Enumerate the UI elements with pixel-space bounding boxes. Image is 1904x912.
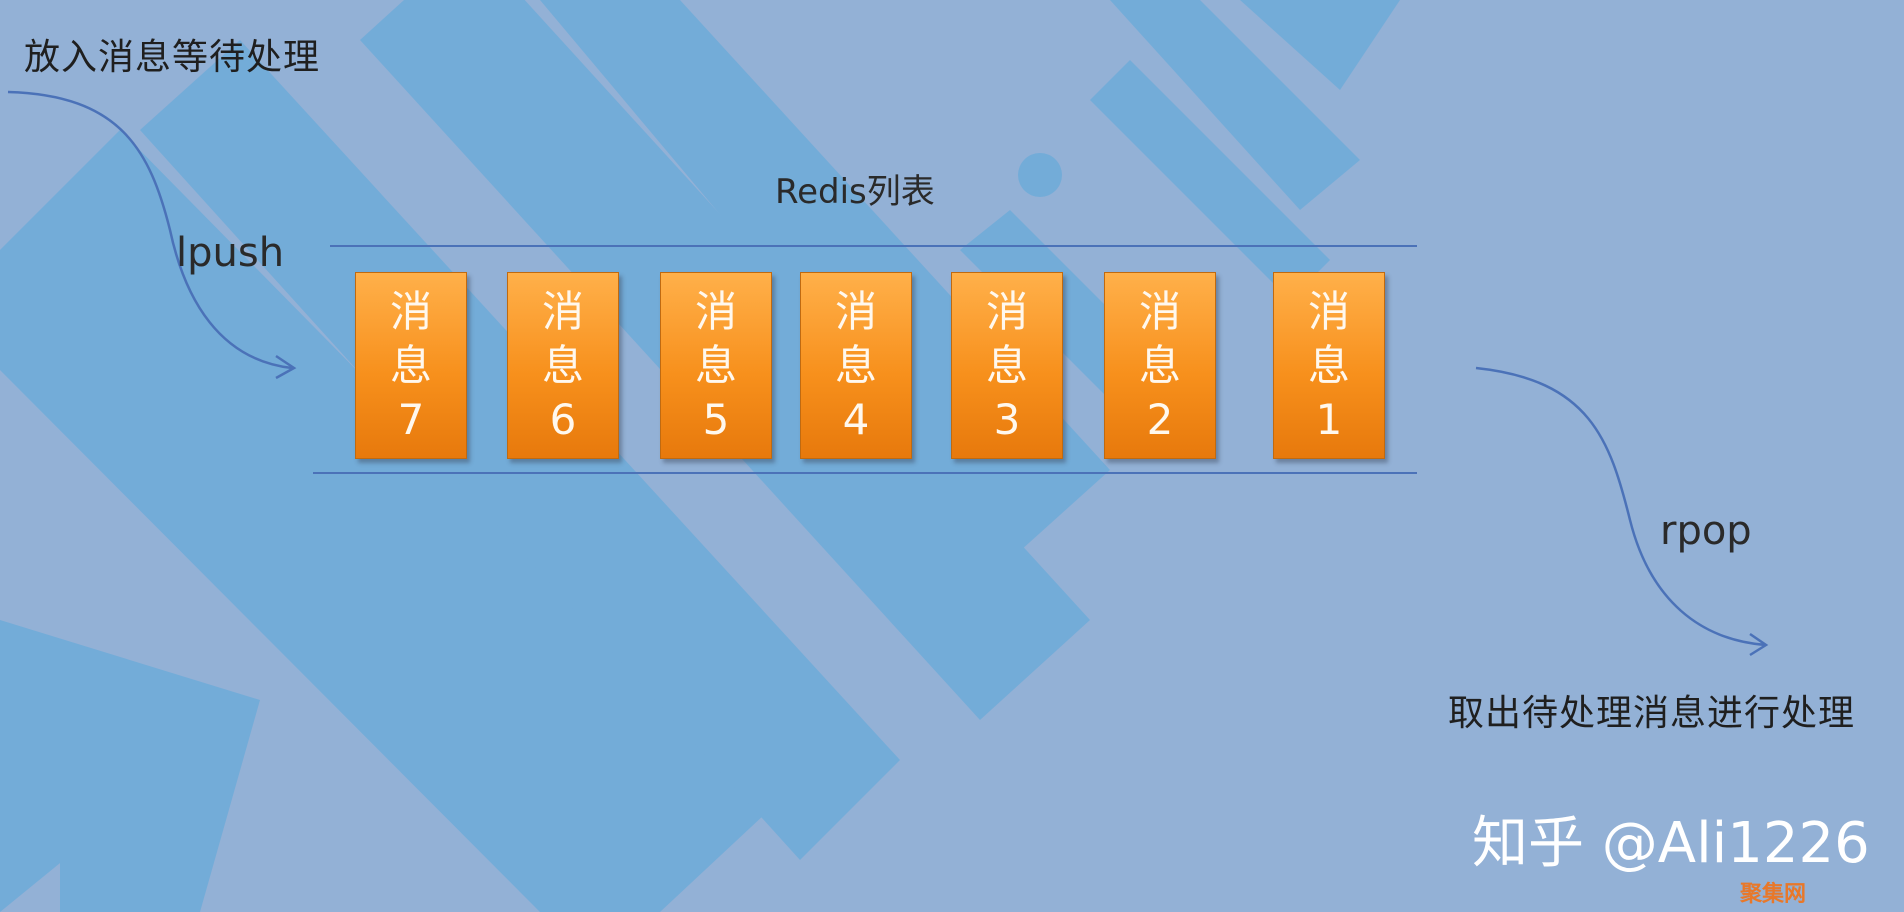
message-number: 6: [549, 394, 577, 444]
message-number: 5: [702, 394, 730, 444]
message-char-2: 息: [541, 340, 584, 390]
message-box: 消 息 6: [507, 272, 619, 459]
push-caption: 放入消息等待处理: [24, 37, 321, 78]
message-box: 消 息 5: [660, 272, 772, 459]
message-char-1: 消: [389, 286, 432, 336]
message-char-2: 息: [985, 340, 1028, 390]
message-char-1: 消: [834, 286, 877, 336]
list-bottom-rail: [313, 472, 1417, 474]
site-watermark: 聚集网: [1740, 882, 1807, 907]
message-number: 3: [993, 394, 1021, 444]
message-char-2: 息: [1138, 340, 1181, 390]
message-char-1: 消: [985, 286, 1028, 336]
message-box: 消 息 3: [951, 272, 1063, 459]
list-title: Redis列表: [775, 172, 935, 212]
message-box: 消 息 2: [1104, 272, 1216, 459]
push-command-label: lpush: [176, 230, 285, 276]
message-number: 1: [1315, 394, 1343, 444]
push-arrow: [7, 90, 293, 370]
message-char-1: 消: [1138, 286, 1181, 336]
list-top-rail: [330, 245, 1417, 247]
message-box: 消 息 4: [800, 272, 912, 459]
message-box: 消 息 1: [1273, 272, 1385, 459]
message-char-2: 息: [389, 340, 432, 390]
message-char-2: 息: [834, 340, 877, 390]
message-char-2: 息: [1307, 340, 1350, 390]
message-number: 2: [1146, 394, 1174, 444]
message-number: 7: [397, 394, 425, 444]
pop-arrowhead: [1749, 632, 1769, 657]
message-number: 4: [842, 394, 870, 444]
pop-caption: 取出待处理消息进行处理: [1448, 693, 1856, 734]
message-char-1: 消: [1307, 286, 1350, 336]
push-arrowhead: [275, 354, 297, 380]
zhihu-watermark: 知乎 @Ali1226: [1472, 811, 1870, 876]
pop-command-label: rpop: [1660, 508, 1752, 554]
pop-arrow: [1475, 366, 1767, 647]
message-char-1: 消: [541, 286, 584, 336]
message-char-2: 息: [694, 340, 737, 390]
message-char-1: 消: [694, 286, 737, 336]
message-box: 消 息 7: [355, 272, 467, 459]
